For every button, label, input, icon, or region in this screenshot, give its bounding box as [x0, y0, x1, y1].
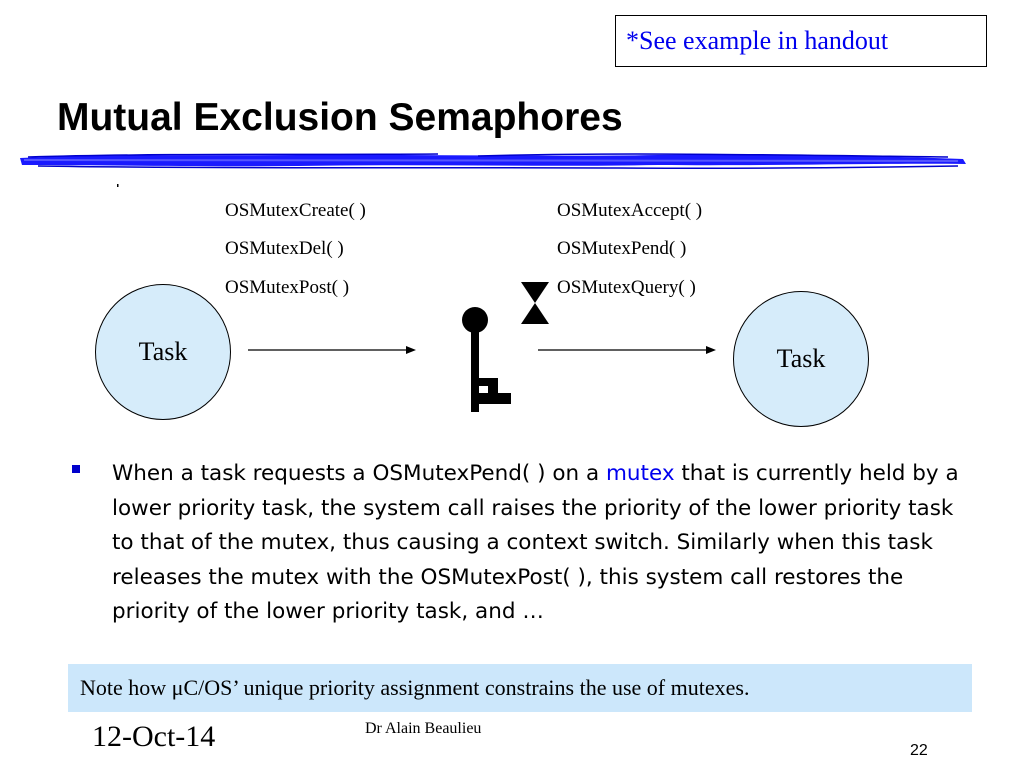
api-call-post: OSMutexPost( ) — [225, 277, 350, 298]
bullet-text-part1: When a task requests a OSMutexPend( ) on… — [112, 461, 606, 486]
api-call-create: OSMutexCreate( ) — [225, 200, 366, 221]
key-icon — [462, 307, 511, 412]
hourglass-icon — [521, 282, 549, 324]
api-call-query: OSMutexQuery( ) — [557, 277, 696, 298]
task-circle-right: Task — [733, 291, 869, 427]
bullet-square-icon — [72, 465, 80, 473]
bullet-keyword-mutex: mutex — [605, 461, 675, 486]
api-call-pend: OSMutexPend( ) — [557, 238, 687, 259]
right-arrow — [538, 346, 716, 354]
title-brush-underline — [20, 153, 966, 170]
left-arrow — [248, 346, 416, 354]
slide-number: 22 — [910, 742, 928, 759]
bullet-point: When a task requests a OSMutexPend( ) on… — [72, 457, 972, 630]
bullet-text-part2: that is currently held by a lower priori… — [112, 461, 959, 624]
api-call-del: OSMutexDel( ) — [225, 238, 344, 259]
note-bar: Note how μC/OS’ unique priority assignme… — [68, 664, 972, 712]
task-circle-left: Task — [95, 284, 231, 420]
stray-mark — [117, 184, 119, 187]
bullet-text: When a task requests a OSMutexPend( ) on… — [112, 457, 972, 630]
footer-date: 12-Oct-14 — [92, 720, 216, 753]
footer-author: Dr Alain Beaulieu — [365, 720, 482, 737]
handout-note-box: *See example in handout — [615, 15, 987, 67]
api-call-accept: OSMutexAccept( ) — [557, 200, 703, 221]
slide-title: Mutual Exclusion Semaphores — [57, 96, 623, 139]
